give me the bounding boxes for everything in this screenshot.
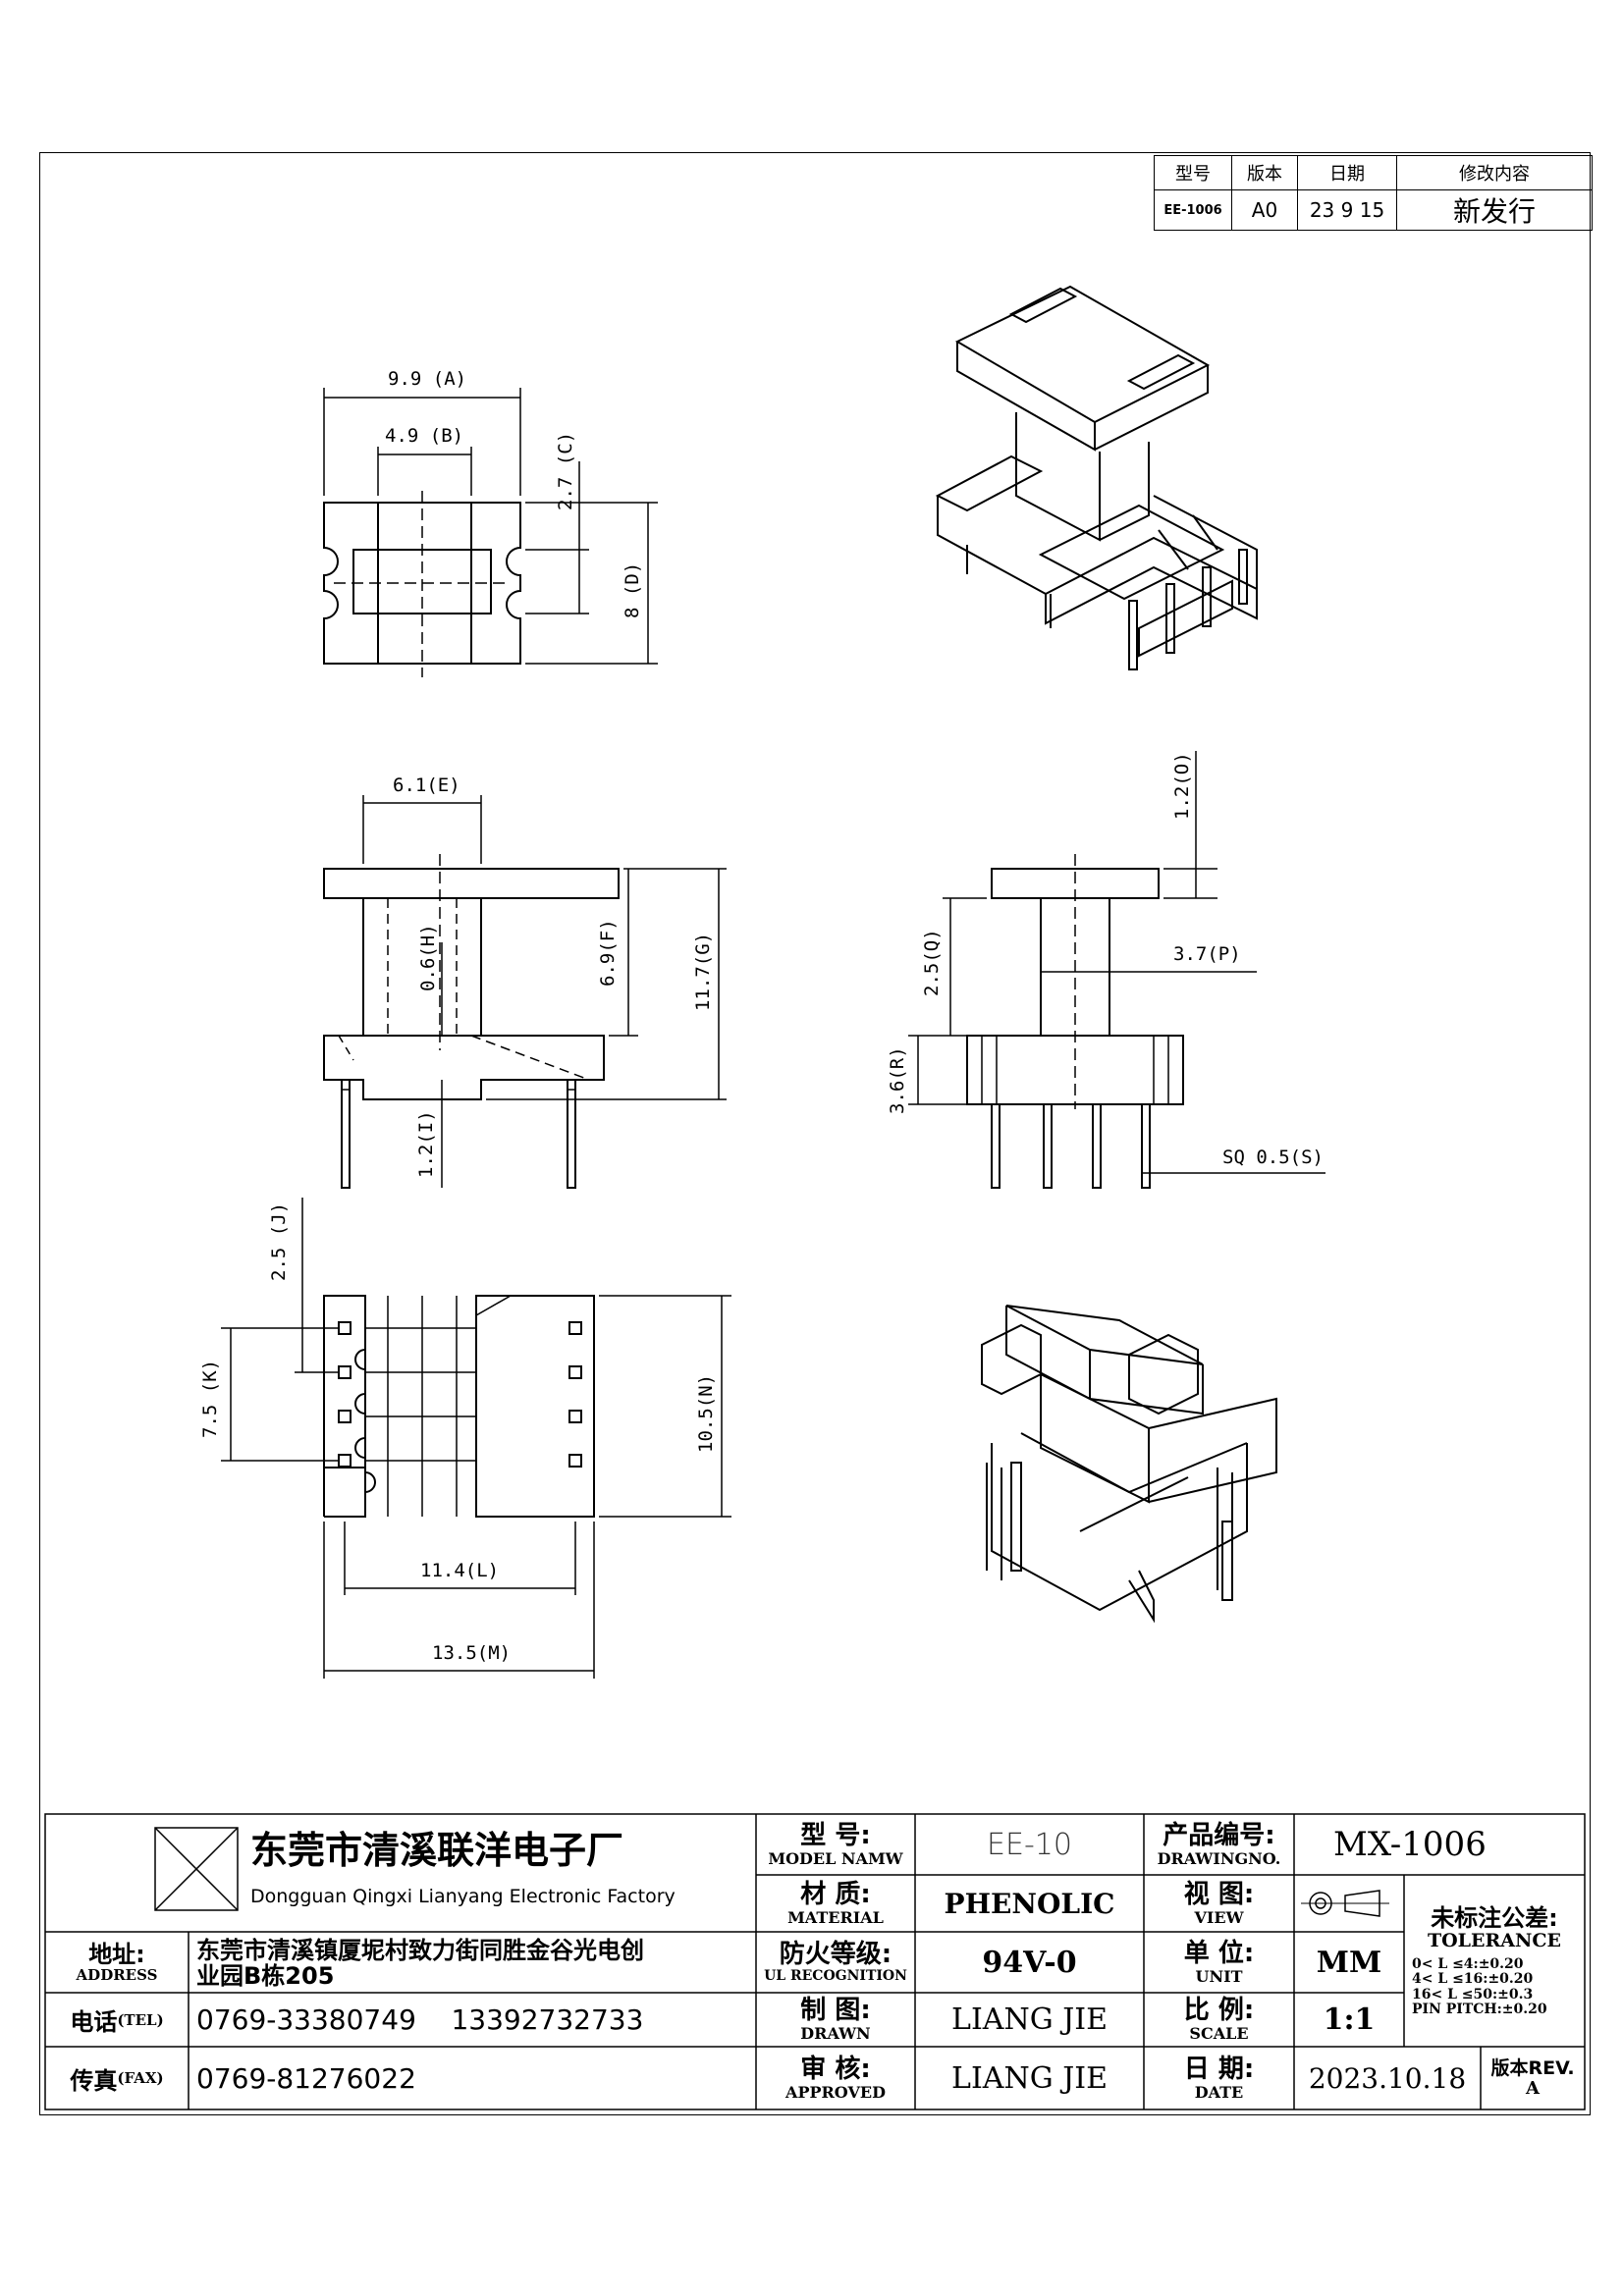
company-name-en: Dongguan Qingxi Lianyang Electronic Fact… xyxy=(250,1886,676,1907)
dim-g: 11.7(G) xyxy=(692,933,714,1011)
approved-value: LIANG JIE xyxy=(951,2060,1108,2096)
rev-header-version: 版本 xyxy=(1231,155,1298,190)
dim-l: 11.4(L) xyxy=(420,1560,499,1581)
unit-label: 单 位:UNIT xyxy=(1183,1938,1255,1986)
tel-value: 0769-33380749 13392732733 xyxy=(196,2003,644,2036)
scale-value: 1:1 xyxy=(1323,2002,1376,2037)
front-view xyxy=(323,795,727,1189)
dim-p: 3.7(P) xyxy=(1173,943,1241,965)
drawn-value: LIANG JIE xyxy=(951,2002,1108,2037)
rev-date: 23 9 15 xyxy=(1297,189,1397,231)
fax-label: 传真(FAX) xyxy=(70,2066,164,2095)
ul-value: 94V-0 xyxy=(982,1945,1077,1980)
drawn-label: 制 图:DRAWN xyxy=(800,1996,871,2043)
dim-h: 0.6(H) xyxy=(417,924,439,991)
address-label: 地址: ADDRESS xyxy=(76,1940,158,1984)
dim-s: SQ 0.5(S) xyxy=(1222,1147,1324,1168)
dim-j: 2.5 (J) xyxy=(268,1202,290,1281)
tolerance-block: 未标注公差: TOLERANCE 0< L ≤4:±0.20 4< L ≤16:… xyxy=(1412,1903,1562,2018)
ul-label: 防火等级:UL RECOGNITION xyxy=(764,1940,907,1984)
dim-e: 6.1(E) xyxy=(393,774,460,796)
rev-version: A0 xyxy=(1231,189,1298,231)
rev-model: EE-1006 xyxy=(1154,189,1232,231)
isometric-view-top xyxy=(935,285,1258,670)
date-value: 2023.10.18 xyxy=(1308,2061,1467,2095)
approved-label: 审 核:APPROVED xyxy=(785,2054,886,2102)
address-value: 东莞市清溪镇厦坭村致力街同胜金谷光电创 业园B栋205 xyxy=(196,1936,644,1990)
dim-o: 1.2(O) xyxy=(1171,752,1193,820)
fax-value: 0769-81276022 xyxy=(196,2061,416,2095)
projection-symbol-icon xyxy=(1294,1875,1404,1932)
material-label: 材 质:MATERIAL xyxy=(787,1879,884,1927)
dim-n: 10.5(N) xyxy=(695,1374,717,1453)
isometric-view-bottom xyxy=(981,1305,1277,1624)
drawingno-label: 产品编号:DRAWINGNO. xyxy=(1157,1820,1281,1868)
bottom-view xyxy=(221,1198,731,1679)
revision-table: 型号 版本 日期 修改内容 EE-1006 A0 23 9 15 新发行 xyxy=(1154,155,1593,231)
date-label: 日 期:DATE xyxy=(1183,2054,1255,2102)
unit-value: MM xyxy=(1316,1945,1382,1980)
dim-k: 7.5 (K) xyxy=(199,1360,221,1438)
title-block-grid xyxy=(44,1813,1586,2110)
dim-q: 2.5(Q) xyxy=(921,929,943,996)
dim-i: 1.2(I) xyxy=(415,1110,437,1178)
drawing-frame xyxy=(39,152,1591,2115)
view-label: 视 图:VIEW xyxy=(1183,1879,1255,1927)
dim-m: 13.5(M) xyxy=(432,1642,511,1664)
dim-c: 2.7 (C) xyxy=(555,432,576,510)
side-view xyxy=(908,751,1325,1189)
scale-label: 比 例:SCALE xyxy=(1183,1996,1255,2043)
top-view xyxy=(323,388,658,677)
tel-label: 电话(TEL) xyxy=(70,2008,164,2036)
dim-b: 4.9 (B) xyxy=(385,425,463,447)
dim-r: 3.6(R) xyxy=(887,1046,908,1114)
dim-a: 9.9 (A) xyxy=(388,368,466,390)
dim-d: 8 (D) xyxy=(622,562,643,618)
rev-content: 新发行 xyxy=(1396,189,1593,231)
drawingno-value: MX-1006 xyxy=(1333,1825,1487,1864)
dim-f: 6.9(F) xyxy=(597,919,619,987)
model-label: 型 号:MODEL NAMW xyxy=(768,1820,903,1868)
material-value: PHENOLIC xyxy=(944,1887,1115,1920)
model-value: EE-10 xyxy=(987,1827,1072,1862)
company-name-cn: 东莞市清溪联洋电子厂 xyxy=(250,1828,624,1872)
revision-cell: 版本REV. A xyxy=(1490,2056,1575,2099)
